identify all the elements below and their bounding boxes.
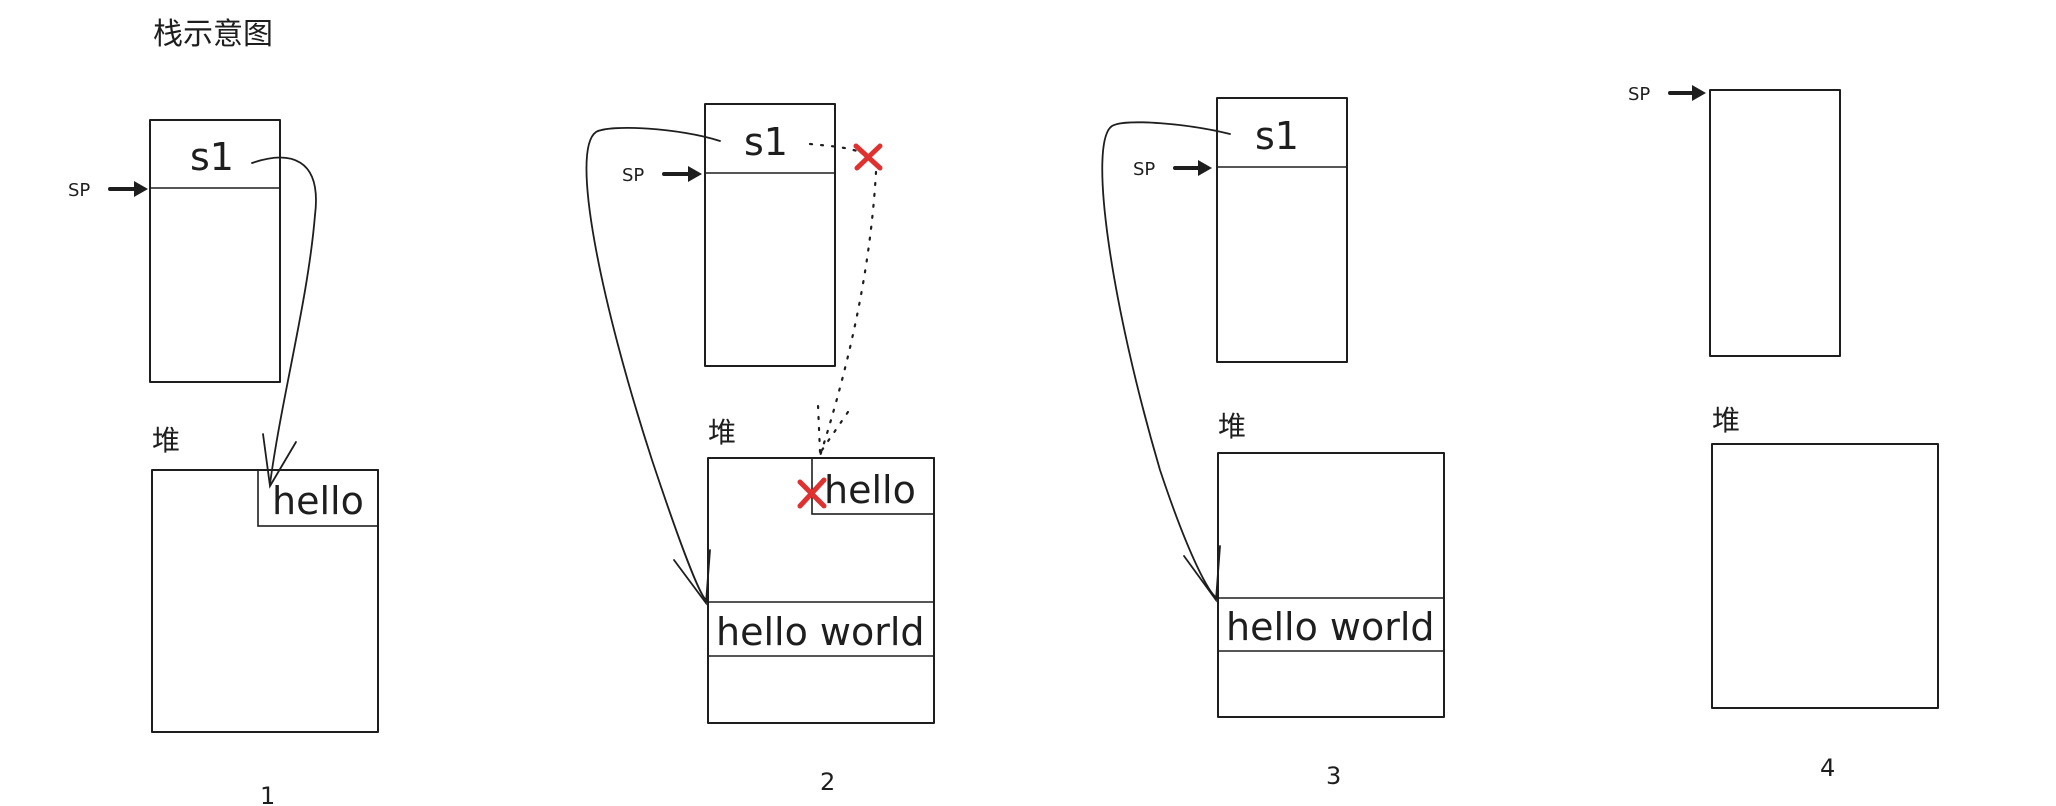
stage-2-old-arrowhead-left — [816, 403, 822, 454]
stage-1-stack-var: s1 — [190, 135, 234, 179]
stage-3-sp-arrowhead — [1198, 160, 1212, 176]
stage-2-new-heap-cell-text: hello world — [716, 610, 925, 654]
stage-4-sp-label: SP — [1628, 84, 1650, 105]
stage-4-heap-box — [1711, 443, 1939, 709]
stage-2-old-heap-cell-text: hello — [824, 468, 916, 512]
stage-2-old-arrowhead-right — [820, 410, 850, 452]
stage-4-heap-label: 堆 — [1712, 404, 1740, 437]
stage-3-stack-var: s1 — [1255, 114, 1299, 158]
stage-1-heap-label: 堆 — [152, 424, 180, 457]
stage-1-heap-cell — [257, 469, 379, 527]
stage-2-new-pointer-curve — [585, 126, 721, 601]
stage-2-old-heap-cell — [811, 457, 935, 515]
stage-3-stack-box — [1216, 97, 1348, 363]
stage-2: s1 SP 堆 hello hello world 2 — [585, 103, 935, 796]
stage-3-sp-label: SP — [1133, 159, 1155, 180]
stage-4-number: 4 — [1820, 754, 1835, 782]
stage-4-stack-box — [1709, 89, 1841, 357]
stage-2-invalid-mark-heap — [797, 477, 827, 509]
stage-3: s1 SP 堆 hello world 3 — [1101, 97, 1445, 790]
stage-3-number: 3 — [1326, 762, 1341, 790]
stage-3-heap-label: 堆 — [1218, 410, 1246, 443]
stage-2-heap-label: 堆 — [708, 416, 736, 449]
stage-2-number: 2 — [820, 768, 835, 796]
stage-3-pointer-arrowhead — [1183, 545, 1221, 603]
stage-2-new-pointer-arrowhead — [673, 549, 711, 606]
stage-3-heap-box — [1217, 452, 1445, 718]
stage-4-sp-arrowhead — [1692, 85, 1706, 101]
stage-4: SP 堆 4 — [1628, 84, 1939, 782]
stage-1-pointer-arrowhead — [262, 433, 297, 489]
stage-2-sp-arrowhead — [688, 166, 702, 182]
stage-1-stack-box — [149, 119, 281, 383]
stage-1-pointer-curve — [251, 156, 317, 485]
stage-1-sp-label: SP — [68, 180, 90, 201]
stage-3-heap-cell-text: hello world — [1226, 605, 1435, 649]
stage-1: s1 SP 堆 hello 1 — [68, 119, 379, 806]
diagram-title: 栈示意图 — [153, 17, 273, 52]
stage-1-number: 1 — [260, 782, 275, 806]
stage-2-invalid-mark-top — [853, 143, 883, 171]
stage-2-old-pointer-dotted-down — [818, 170, 878, 458]
stage-2-old-pointer-dotted — [808, 142, 862, 154]
stage-1-sp-arrowhead — [134, 181, 148, 197]
stage-2-stack-var: s1 — [744, 120, 788, 164]
stage-2-stack-box — [704, 103, 836, 367]
stage-2-sp-label: SP — [622, 165, 644, 186]
stage-1-heap-cell-text: hello — [272, 479, 364, 523]
stage-3-pointer-curve — [1101, 121, 1231, 598]
